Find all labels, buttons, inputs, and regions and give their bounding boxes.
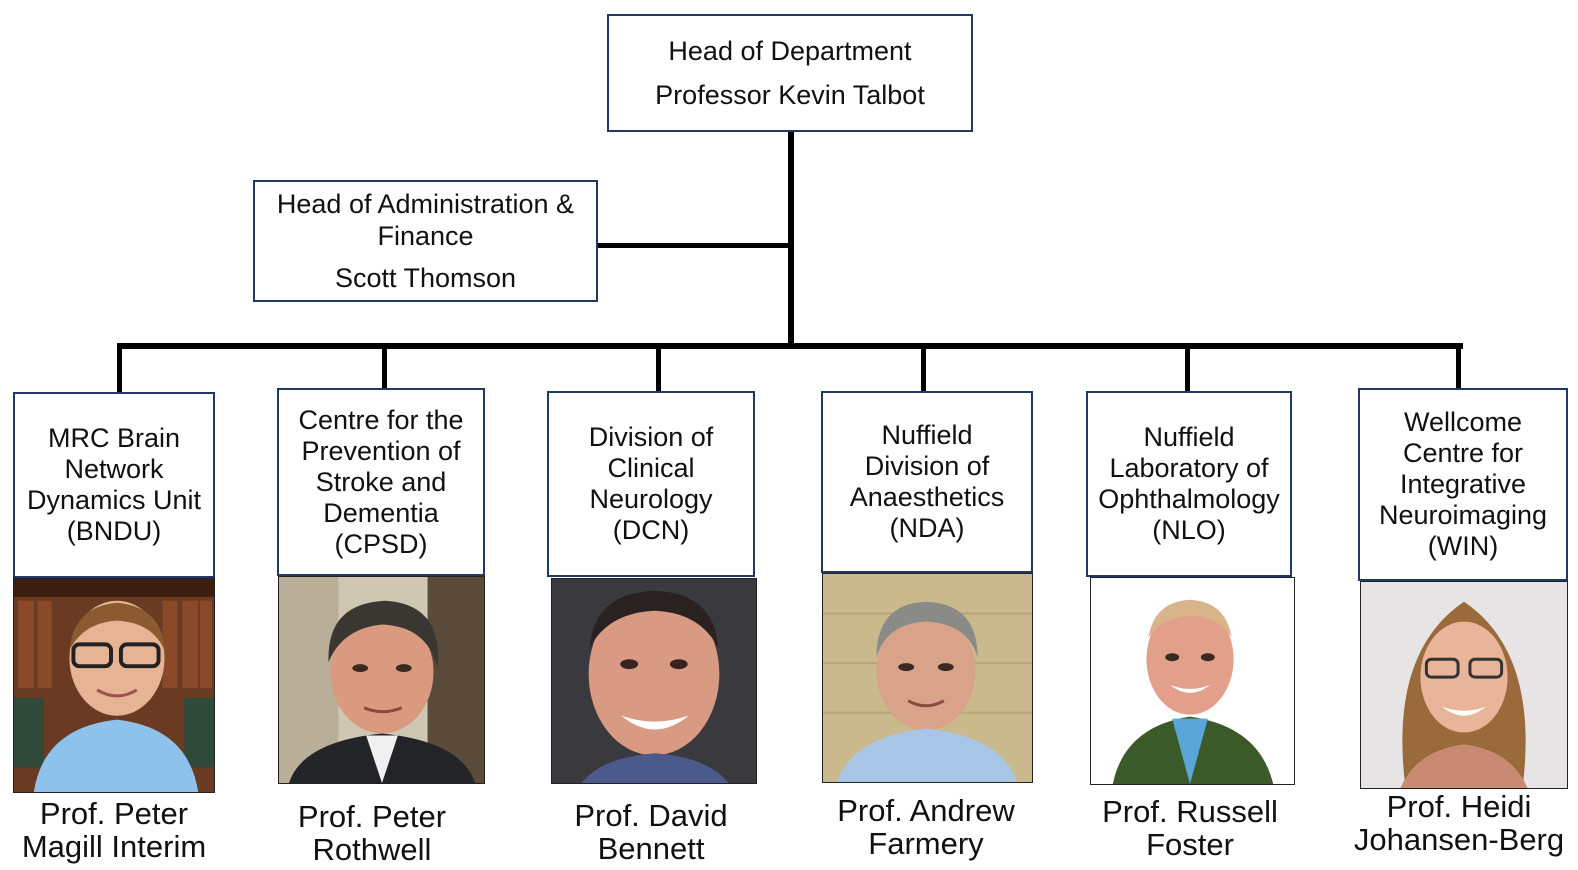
caption-line: Prof. Russell <box>1102 794 1278 829</box>
unit-line: (NDA) <box>889 513 965 543</box>
unit-line: Nuffield <box>1143 422 1235 452</box>
caption-line: Prof. Heidi <box>1386 789 1532 824</box>
portrait-photo-nlo <box>1090 577 1295 785</box>
director-caption-nlo: Prof. Russell Foster <box>1080 795 1300 861</box>
unit-line: Clinical <box>607 453 695 483</box>
unit-line: Nuffield <box>881 420 973 450</box>
caption-line: Prof. David <box>574 798 728 833</box>
portrait-photo-cpsd <box>278 576 485 784</box>
caption-line: Johansen-Berg <box>1353 822 1565 857</box>
caption-line: Rothwell <box>312 832 432 867</box>
unit-line: Centre for the <box>298 404 464 435</box>
director-caption-bndu: Prof. Peter Magill Interim <box>4 797 224 863</box>
director-caption-win: Prof. Heidi Johansen-Berg <box>1348 790 1570 856</box>
unit-box-dcn: Division of Clinical Neurology (DCN) <box>547 391 755 577</box>
connector-drop-cpsd <box>382 346 387 389</box>
portrait-photo-bndu <box>13 578 215 793</box>
connector-drop-nlo <box>1185 346 1190 392</box>
caption-line: Foster <box>1146 827 1234 862</box>
unit-line: (DCN) <box>612 515 690 545</box>
admin-title-line1: Head of Administration & <box>276 189 575 219</box>
caption-line: Prof. Peter <box>39 796 189 831</box>
caption-line: Farmery <box>868 826 984 861</box>
connector-drop-win <box>1456 346 1461 389</box>
caption-line: Prof. Peter <box>297 799 447 834</box>
unit-line: Division of <box>864 451 990 481</box>
unit-line: MRC Brain <box>47 423 181 453</box>
head-name: Professor Kevin Talbot <box>655 79 925 110</box>
unit-box-nlo: Nuffield Laboratory of Ophthalmology (NL… <box>1086 391 1292 577</box>
unit-line: Neurology <box>589 484 713 514</box>
unit-box-cpsd: Centre for the Prevention of Stroke and … <box>277 388 485 576</box>
caption-line: Bennett <box>597 831 705 866</box>
unit-line: Neuroimaging <box>1378 500 1548 530</box>
unit-line: Anaesthetics <box>849 482 1005 512</box>
connector-horizontal-bar <box>117 343 1463 349</box>
caption-line: Magill Interim <box>21 829 207 864</box>
portrait-photo-dcn <box>551 578 757 784</box>
unit-line: Division of <box>588 422 714 452</box>
head-of-administration-box: Head of Administration & Finance Scott T… <box>253 180 598 302</box>
connector-drop-bndu <box>117 346 122 393</box>
unit-line: Centre for <box>1402 438 1524 468</box>
head-of-department-box: Head of Department Professor Kevin Talbo… <box>607 14 973 132</box>
head-title: Head of Department <box>668 35 912 66</box>
unit-line: Laboratory of <box>1109 453 1269 483</box>
unit-box-nda: Nuffield Division of Anaesthetics (NDA) <box>821 391 1033 573</box>
portrait-photo-win <box>1360 581 1568 789</box>
unit-box-win: Wellcome Centre for Integrative Neuroima… <box>1358 388 1568 581</box>
caption-line: Prof. Andrew <box>837 793 1015 828</box>
unit-line: Network <box>64 454 164 484</box>
unit-line: (CPSD) <box>334 528 428 559</box>
director-caption-dcn: Prof. David Bennett <box>541 799 761 865</box>
connector-drop-dcn <box>656 346 661 392</box>
admin-title-line2: Finance <box>377 221 474 251</box>
unit-line: (BNDU) <box>66 516 162 546</box>
unit-line: Integrative <box>1399 469 1527 499</box>
director-caption-nda: Prof. Andrew Farmery <box>816 794 1036 860</box>
connector-admin <box>597 243 790 248</box>
unit-line: Prevention of <box>301 435 461 466</box>
unit-line: Dementia <box>323 497 439 528</box>
admin-name: Scott Thomson <box>334 263 517 293</box>
unit-line: Stroke and <box>315 466 447 497</box>
connector-trunk <box>788 131 794 346</box>
unit-line: Wellcome <box>1403 407 1523 437</box>
unit-line: Ophthalmology <box>1098 484 1280 514</box>
portrait-photo-nda <box>822 573 1033 783</box>
director-caption-cpsd: Prof. Peter Rothwell <box>262 800 482 866</box>
connector-drop-nda <box>921 346 926 392</box>
unit-line: (NLO) <box>1152 515 1226 545</box>
unit-line: Dynamics Unit <box>26 485 202 515</box>
unit-line: (WIN) <box>1427 531 1499 561</box>
unit-box-bndu: MRC Brain Network Dynamics Unit (BNDU) <box>13 392 215 578</box>
